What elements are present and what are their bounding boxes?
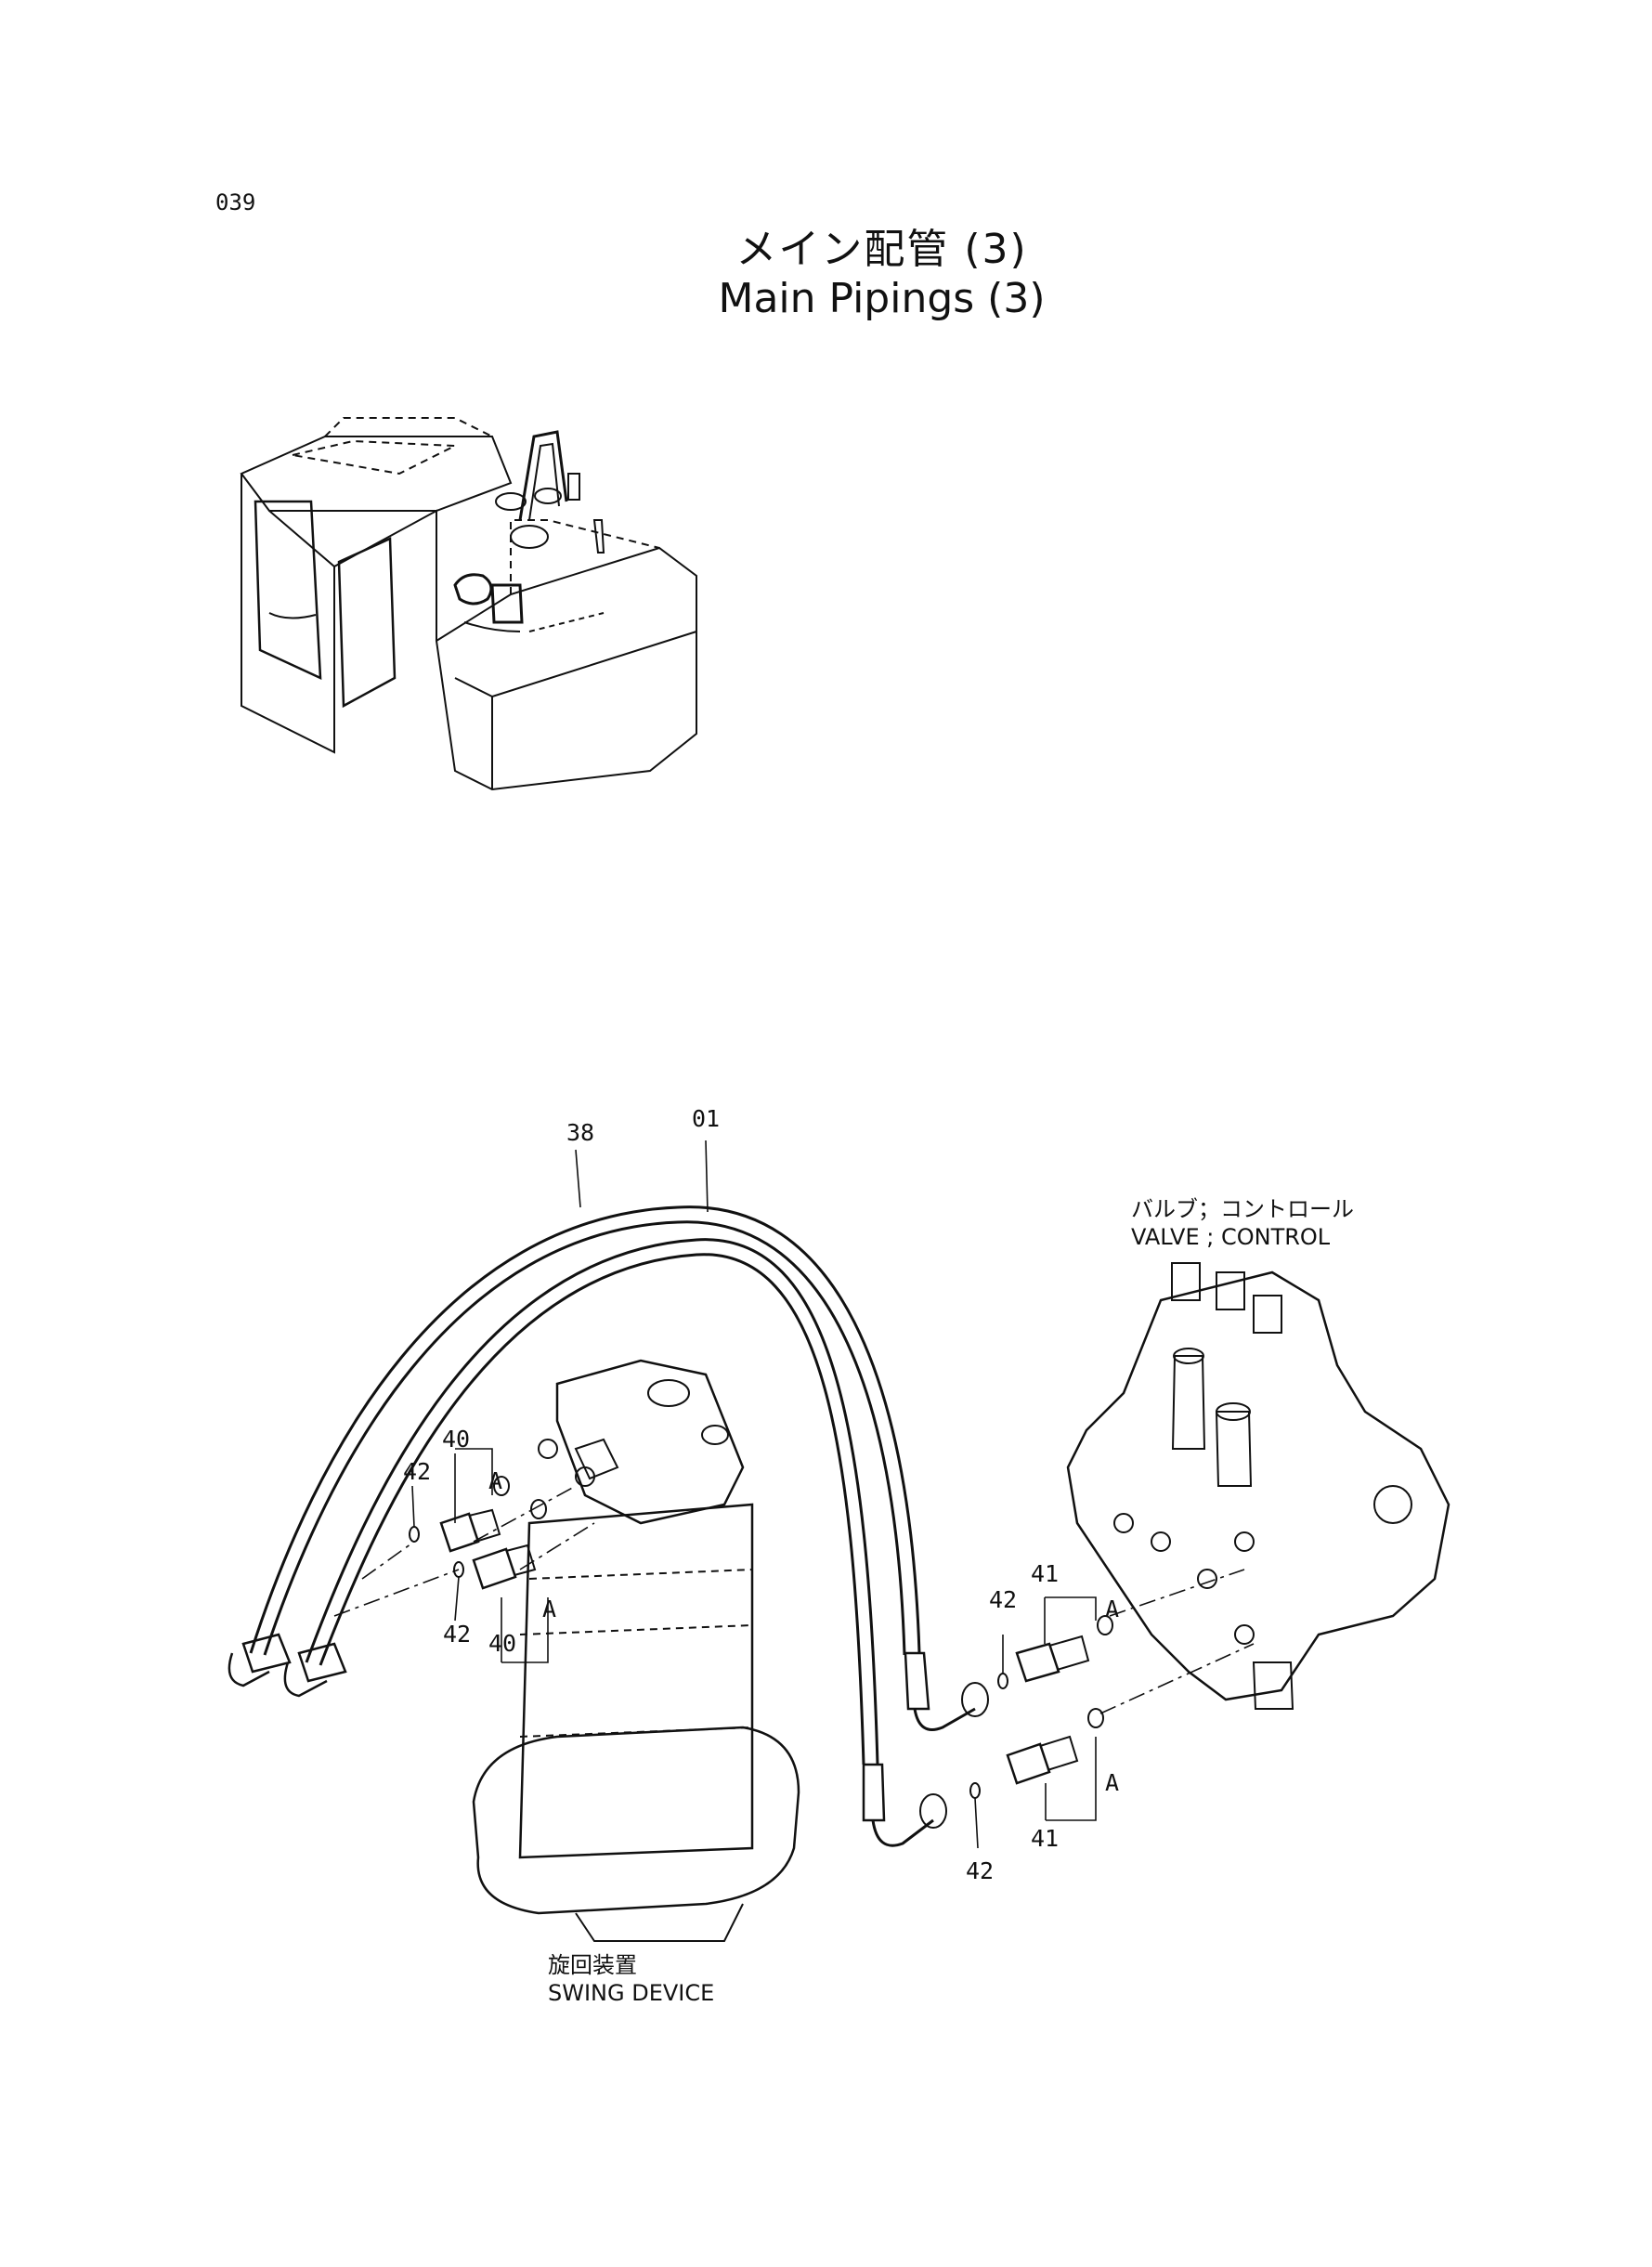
callout-42-left-bottom: 42 — [443, 1621, 472, 1648]
page-number: 039 — [215, 189, 256, 215]
callout-ref-a: A — [1105, 1596, 1120, 1622]
hose-01 — [249, 1205, 921, 1656]
callout-41-bottom: 41 — [1031, 1825, 1060, 1852]
callout-ref-a: A — [1105, 1769, 1120, 1796]
control-valve-label-en: VALVE ; CONTROL — [1131, 1224, 1331, 1250]
control-valve-drawing — [1066, 1262, 1450, 1710]
callout-42-right-bottom: 42 — [966, 1857, 995, 1884]
fitting-40-upper — [439, 1508, 501, 1553]
leader-lines — [333, 1140, 1255, 1849]
swing-device-drawing — [472, 1359, 800, 1942]
excavator-overview-illustration — [240, 417, 697, 791]
callout-ref-a: A — [488, 1467, 503, 1494]
callout-01: 01 — [692, 1105, 721, 1132]
page-title-japanese: メイン配管 (3) — [735, 226, 1028, 273]
callout-40-top: 40 — [442, 1426, 471, 1453]
fitting-41-upper — [1015, 1635, 1090, 1683]
callout-38: 38 — [566, 1119, 595, 1146]
hose-38 — [305, 1238, 879, 1765]
swing-device-label-en: SWING DEVICE — [548, 1980, 715, 2006]
fitting-41-lower — [1006, 1735, 1079, 1785]
callout-ref-a: A — [542, 1596, 557, 1622]
hose-end-fittings-left — [228, 1633, 347, 1698]
callout-42-left-top: 42 — [403, 1458, 432, 1485]
swing-device-label-jp: 旋回装置 — [548, 1952, 637, 1978]
callout-42-right-top: 42 — [989, 1586, 1018, 1613]
page-title-english: Main Pipings (3) — [718, 275, 1046, 322]
fitting-40-lower — [472, 1544, 537, 1590]
callout-40-bottom: 40 — [488, 1630, 517, 1657]
control-valve-label-jp: バルブ；コントロール — [1131, 1196, 1354, 1222]
hose-end-fittings-right — [862, 1651, 989, 1847]
callout-41-top: 41 — [1031, 1560, 1060, 1587]
